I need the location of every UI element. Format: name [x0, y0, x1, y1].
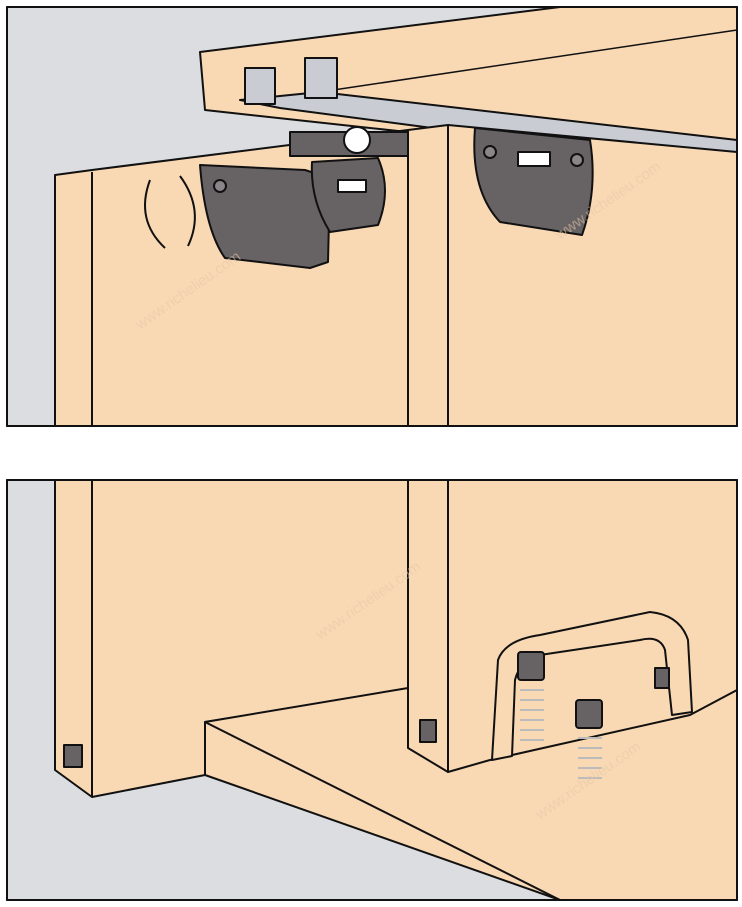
bore-hole-arc	[144, 175, 196, 249]
track-guide-clip-icon	[244, 57, 338, 105]
center-hanger-fitting	[310, 157, 386, 233]
bottom-panel	[6, 479, 738, 901]
bottom-guide-slot	[419, 719, 437, 743]
top-panel	[6, 6, 738, 427]
right-hanger-fitting	[473, 127, 594, 236]
roller-wheel-icon	[343, 126, 371, 154]
adjuster-window	[517, 151, 551, 167]
guide-pin-spring-icon	[517, 651, 545, 741]
middle-door-edge	[407, 124, 449, 427]
bottom-guide-slot	[63, 744, 83, 768]
adjuster-window	[337, 179, 367, 193]
left-hanger-fitting	[199, 164, 331, 269]
guide-pin-spring-icon	[575, 699, 603, 779]
